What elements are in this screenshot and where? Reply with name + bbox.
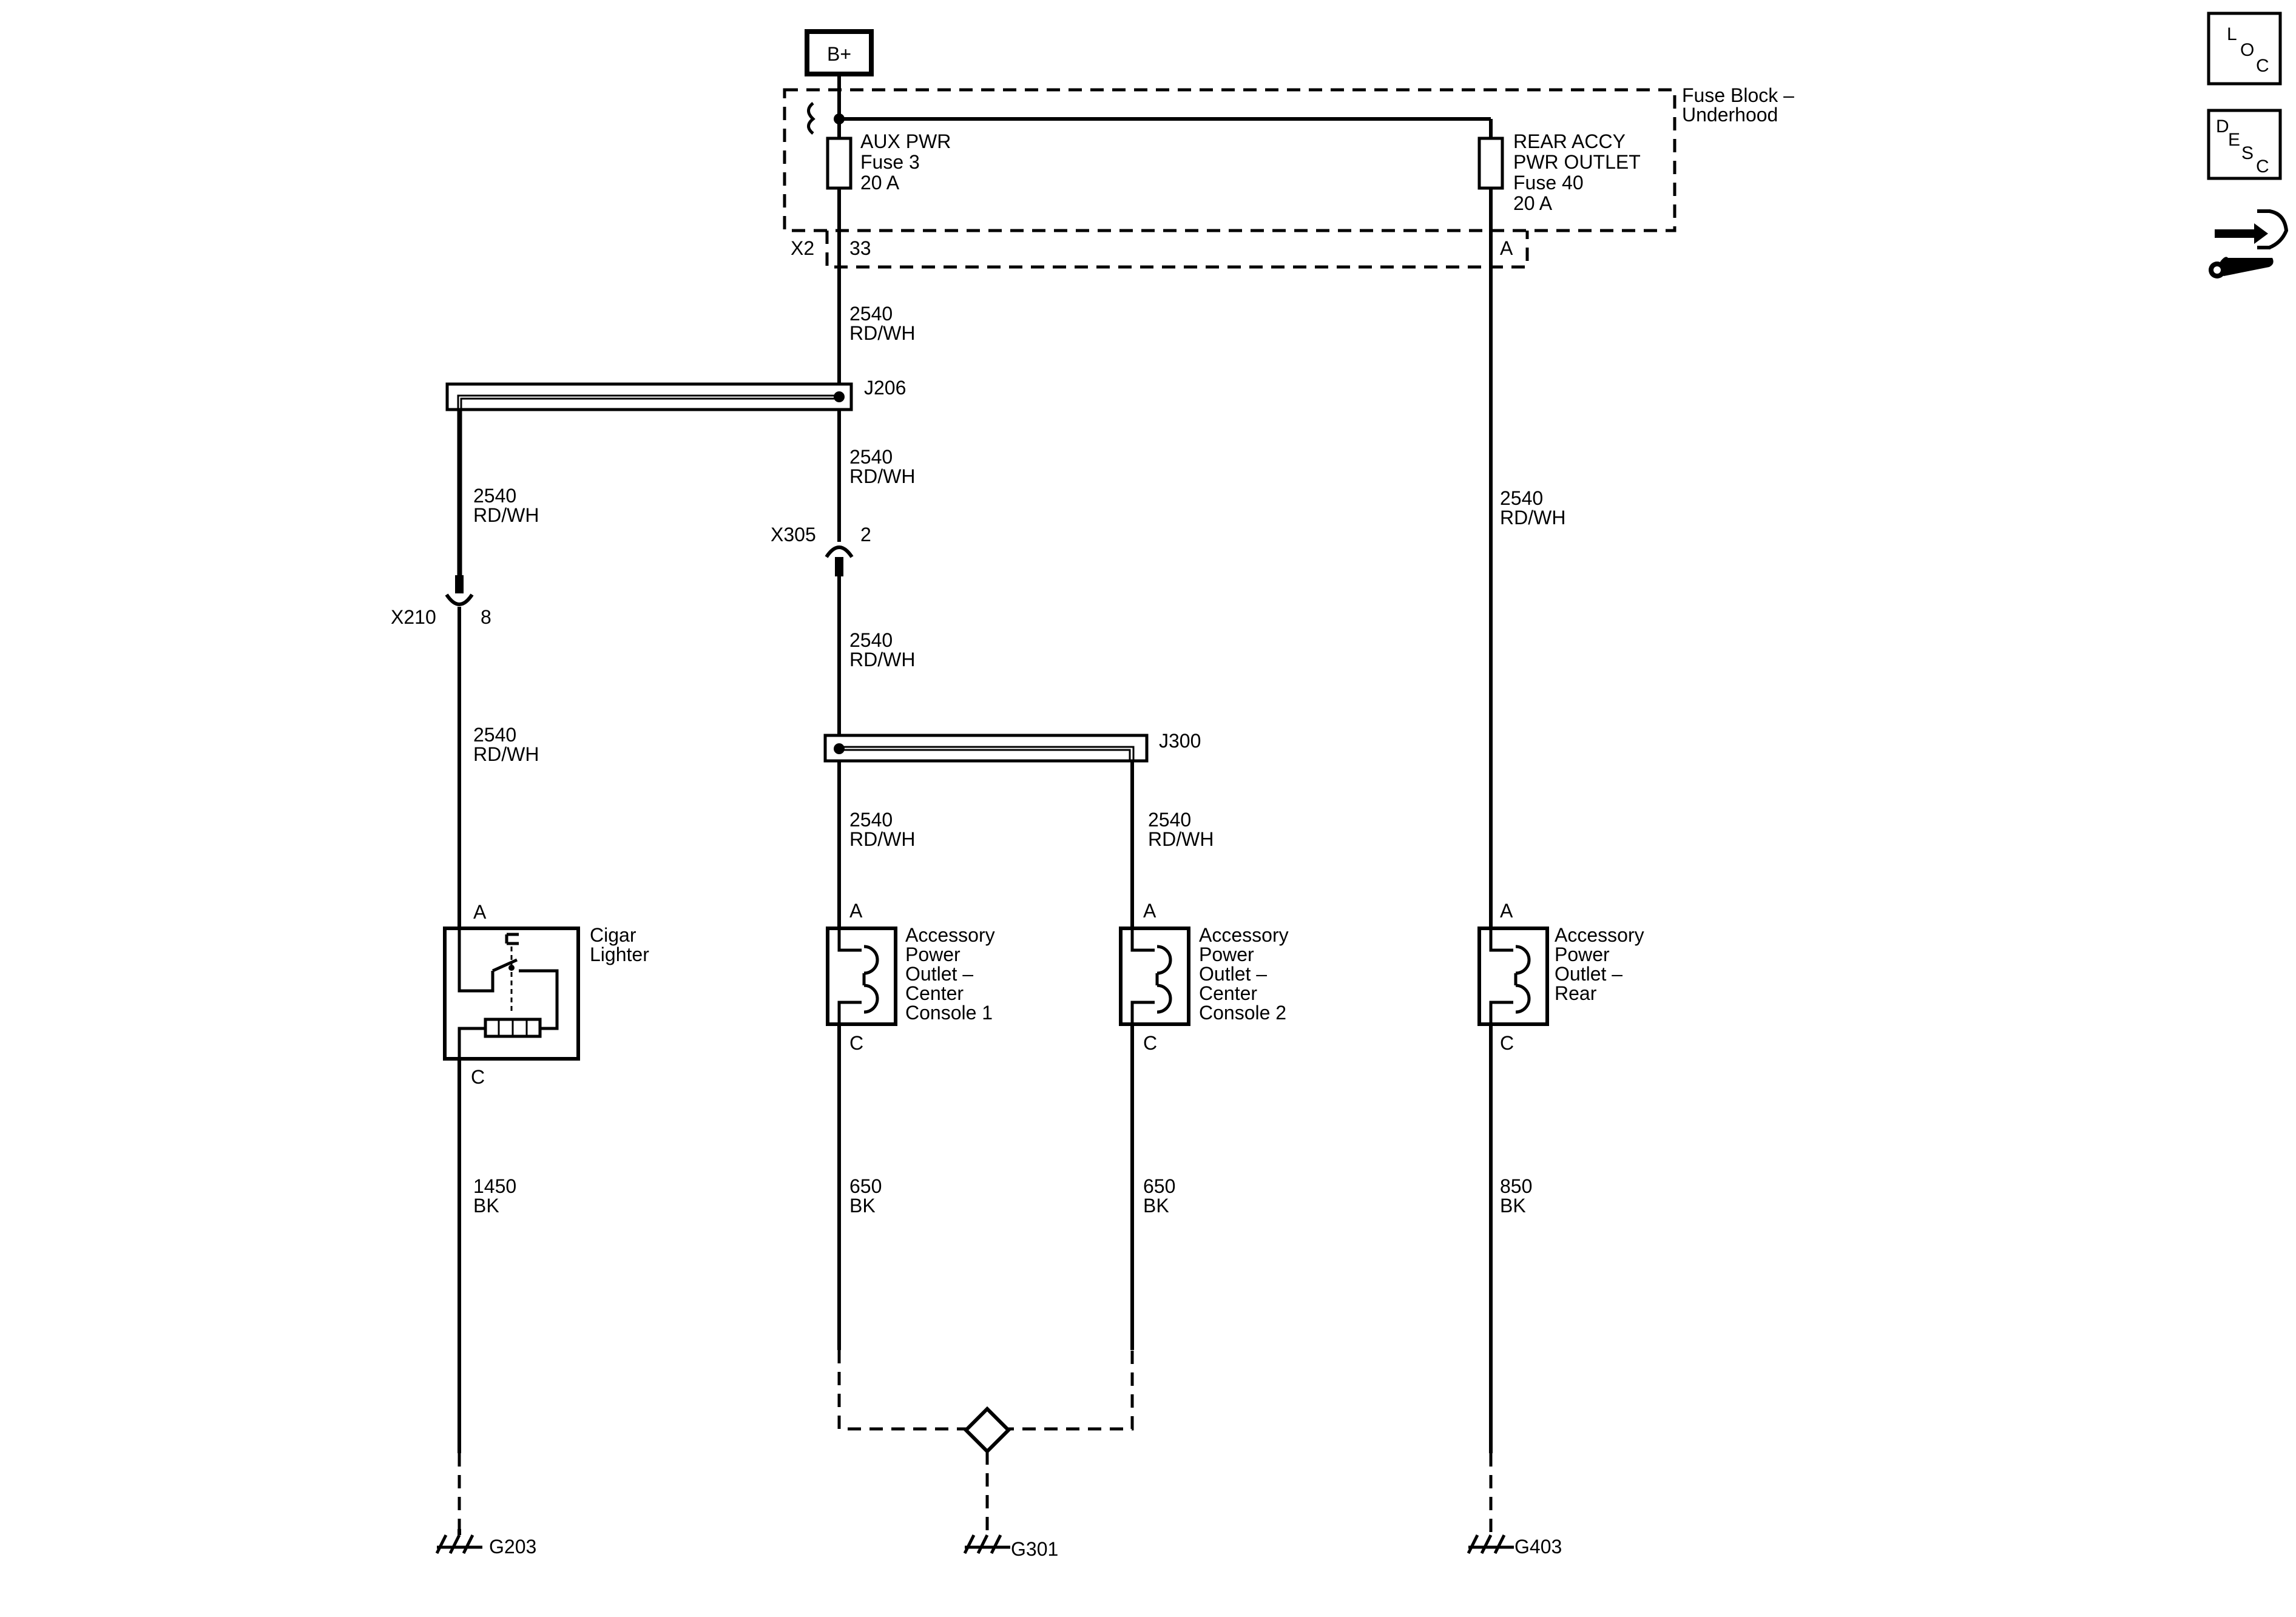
rear-ground-wire-gauge: 850 xyxy=(1500,1175,1532,1197)
fuse40-line1: REAR ACCY xyxy=(1513,130,1626,152)
outlet1-name-line5: Console 1 xyxy=(905,1002,993,1024)
fuse-block-title-line2: Underhood xyxy=(1682,104,1778,126)
desc-letter-d: D xyxy=(2216,116,2229,137)
wire-color-label: RD/WH xyxy=(849,465,915,487)
cigar-lighter-circuit: 2540 RD/WH X210 8 2540 RD/WH A Cigar Lig… xyxy=(391,485,649,1535)
outlet2-name-line1: Accessory xyxy=(1199,924,1289,946)
outlet2-ground-wire-gauge: 650 xyxy=(1143,1175,1175,1197)
outlet2-pin-c: C xyxy=(1143,1032,1157,1054)
cigar-lighter-pin-c: C xyxy=(471,1066,485,1088)
outlet-center-console-1-circuit: 2540 RD/WH A Accessory Power Outlet – Ce… xyxy=(826,809,995,1350)
outlet1-name-line1: Accessory xyxy=(905,924,995,946)
connector-x305: X305 2 2540 RD/WH xyxy=(771,524,915,748)
outlet1-name-line4: Center xyxy=(905,982,964,1004)
wire-color-label: RD/WH xyxy=(849,828,915,850)
ground-g203: G203 xyxy=(435,1529,536,1558)
wire-gauge-label: 2540 xyxy=(473,485,516,507)
fuse40-line3: Fuse 40 xyxy=(1513,172,1584,194)
ground-g301: G301 xyxy=(963,1534,1058,1560)
location-icon[interactable]: L O C xyxy=(2207,12,2282,86)
splice-j300-label: J300 xyxy=(1159,730,1201,752)
splice-j206-label: J206 xyxy=(864,377,906,399)
outlet-rear-name-line3: Outlet – xyxy=(1555,963,1622,985)
cigar-lighter-name-line2: Lighter xyxy=(590,944,649,965)
outlet-rear-pin-c: C xyxy=(1500,1032,1514,1054)
outlet1-ground-wire-gauge: 650 xyxy=(849,1175,882,1197)
ground-g203-label: G203 xyxy=(489,1536,536,1558)
wire-gauge-label: 2540 xyxy=(849,809,893,831)
connector-x305-name: X305 xyxy=(771,524,816,545)
loc-letter-o: O xyxy=(2240,40,2254,60)
wire-color-label: RD/WH xyxy=(1500,507,1565,528)
fuse-40 xyxy=(1477,137,1504,190)
outlet1-name-line3: Outlet – xyxy=(905,963,973,985)
ground-g403-label: G403 xyxy=(1514,1536,1562,1558)
outlet-rear-name-line4: Rear xyxy=(1555,982,1597,1004)
fuse3-line1: AUX PWR xyxy=(860,130,951,152)
outlet-rear-circuit: 2540 RD/WH A Accessory Power Outlet – Re… xyxy=(1477,231,1644,1535)
cigar-lighter-name-line1: Cigar xyxy=(590,924,636,946)
loc-letter-c: C xyxy=(2256,56,2269,76)
fuse-3 xyxy=(826,137,853,190)
outlet-rear-name-line1: Accessory xyxy=(1555,924,1644,946)
rear-ground-wire-color: BK xyxy=(1500,1195,1526,1217)
fuse40-line4: 20 A xyxy=(1513,192,1553,214)
connector-x2-label: X2 xyxy=(791,237,814,259)
outlet2-name-line3: Outlet – xyxy=(1199,963,1267,985)
battery-positive-label: B+ xyxy=(827,43,851,65)
ground-splice-diamond xyxy=(963,1406,1011,1454)
wire-color-label: RD/WH xyxy=(473,504,539,526)
outlet1-pin-c: C xyxy=(849,1032,863,1054)
ground-g403: G403 xyxy=(1467,1534,1562,1558)
outlet2-name-line2: Power xyxy=(1199,944,1254,965)
cigar-lighter-pin-a: A xyxy=(473,901,487,923)
wire-gauge-label: 2540 xyxy=(849,303,893,325)
outlet1-name-line2: Power xyxy=(905,944,961,965)
connector-repair-icon[interactable] xyxy=(2209,209,2289,279)
fuse-block-underhood: Fuse Block – Underhood AUX PWR Fuse 3 20… xyxy=(783,84,1794,269)
outlet2-name-line4: Center xyxy=(1199,982,1257,1004)
loc-letter-l: L xyxy=(2227,24,2237,44)
fuse3-line3: 20 A xyxy=(860,172,900,194)
pin-a-label: A xyxy=(1500,237,1513,259)
battery-positive-source: B+ xyxy=(805,29,874,119)
wire-color-label: RD/WH xyxy=(1148,828,1214,850)
wire-color-label: RD/WH xyxy=(849,322,915,344)
outlet2-ground-wire-color: BK xyxy=(1143,1195,1169,1217)
wire-color-label: RD/WH xyxy=(473,743,539,765)
ground-g301-label: G301 xyxy=(1011,1538,1058,1560)
desc-letter-e: E xyxy=(2228,130,2240,150)
splice-j206: J206 xyxy=(445,377,906,581)
wire-gauge-label: 2540 xyxy=(1148,809,1191,831)
outlet1-ground-wire-color: BK xyxy=(849,1195,876,1217)
outlet1-pin-a: A xyxy=(849,900,863,922)
connector-x305-pin: 2 xyxy=(860,524,871,545)
splice-j300: J300 xyxy=(823,730,1201,928)
fuse3-line2: Fuse 3 xyxy=(860,151,920,173)
wire-gauge-label: 2540 xyxy=(1500,487,1543,509)
wire-gauge-label: 2540 xyxy=(849,629,893,651)
description-icon[interactable]: D E S C xyxy=(2207,109,2282,180)
wire-gauge-label: 2540 xyxy=(473,724,516,746)
connector-x210-pin: 8 xyxy=(481,606,491,628)
outlet2-pin-a: A xyxy=(1143,900,1156,922)
wire-gauge-label: 2540 xyxy=(849,446,893,468)
outlet-rear-pin-a: A xyxy=(1500,900,1513,922)
outlet-center-console-2-circuit: 2540 RD/WH A Accessory Power Outlet – Ce… xyxy=(1119,809,1289,1350)
pin-33-label: 33 xyxy=(849,237,871,259)
connector-x210-name: X210 xyxy=(391,606,436,628)
outlet2-name-line5: Console 2 xyxy=(1199,1002,1286,1024)
lighter-ground-wire-gauge: 1450 xyxy=(473,1175,516,1197)
desc-letter-c: C xyxy=(2256,157,2269,177)
center-console-ground-circuit xyxy=(837,1350,1134,1535)
fuse-block-title-line1: Fuse Block – xyxy=(1682,84,1794,106)
fuse40-line2: PWR OUTLET xyxy=(1513,151,1641,173)
wire-color-label: RD/WH xyxy=(849,649,915,670)
outlet-rear-name-line2: Power xyxy=(1555,944,1610,965)
lighter-ground-wire-color: BK xyxy=(473,1195,499,1217)
desc-letter-s: S xyxy=(2241,143,2254,163)
